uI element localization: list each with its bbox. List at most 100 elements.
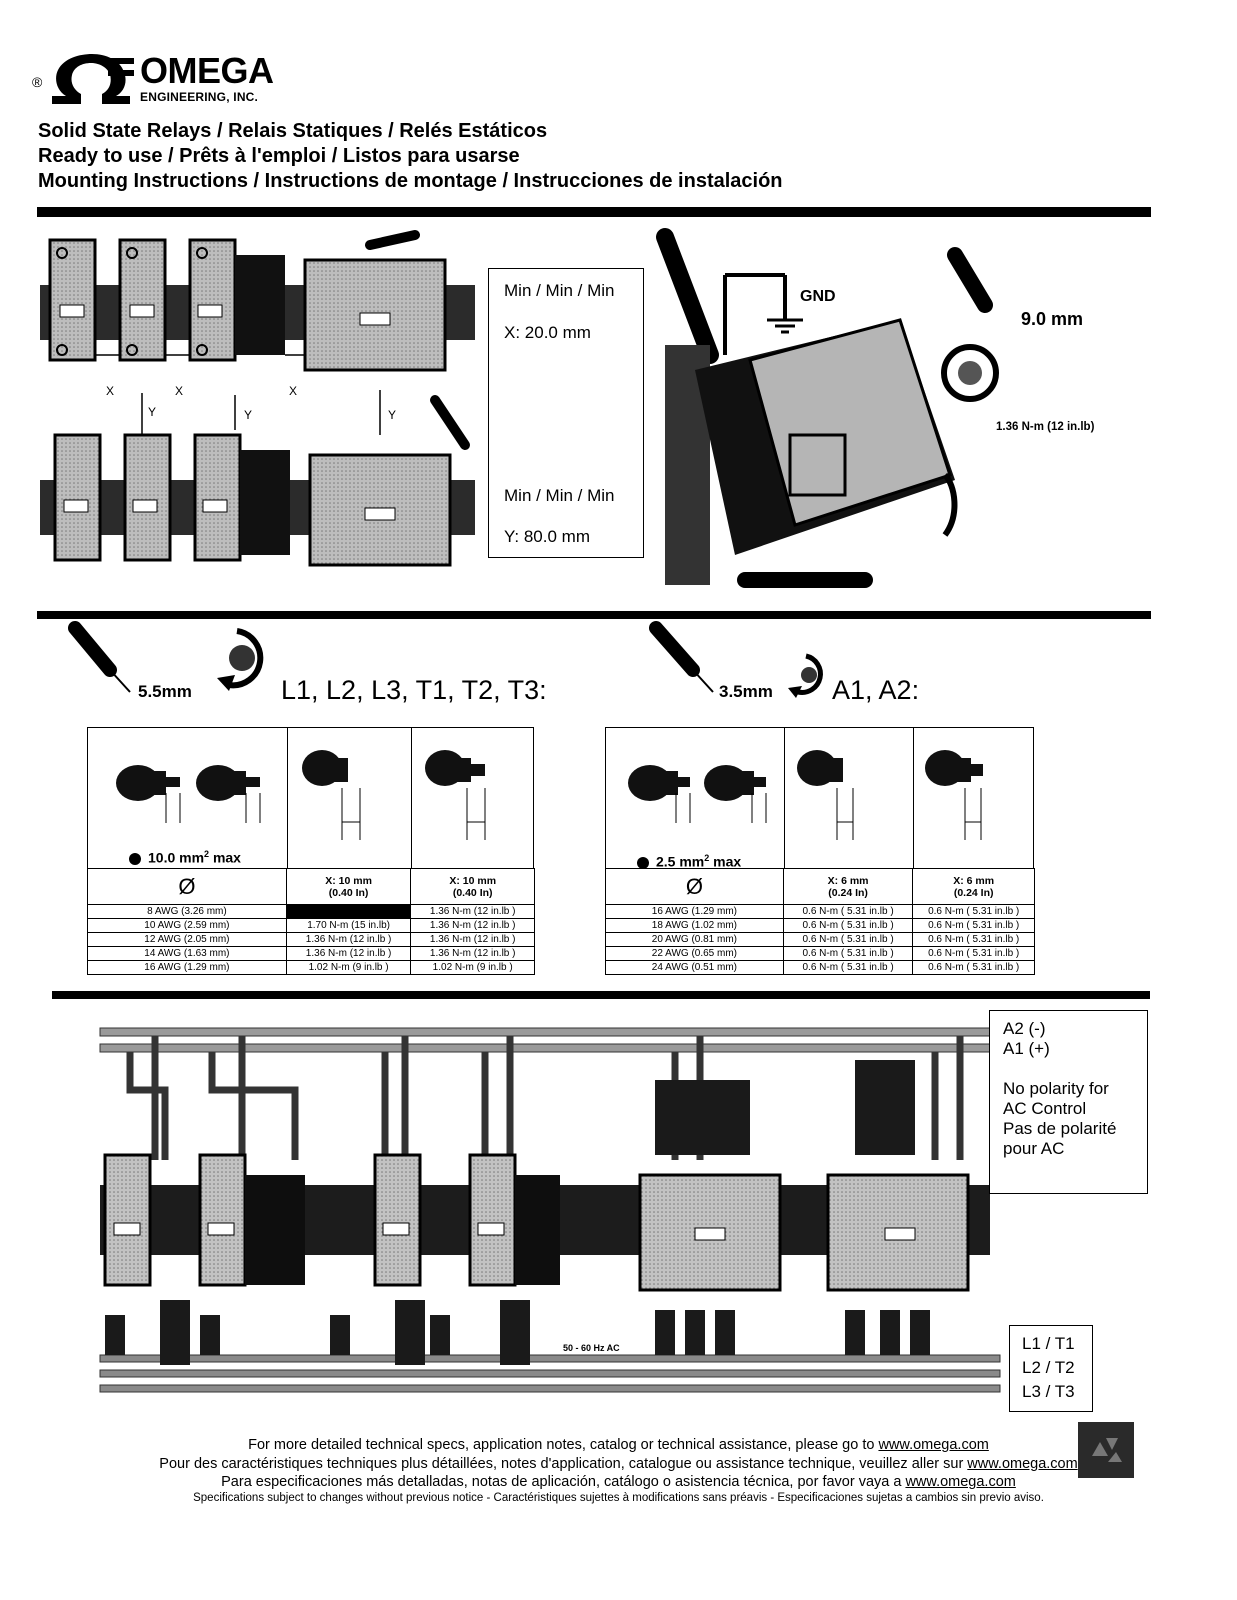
power-terminal-table: 10.0 mm2 max Ø X: 10 mm(0.40 In) X: 10 m…: [87, 727, 535, 983]
wire-gauge-cell: 22 AWG (0.65 mm): [605, 946, 784, 961]
x-marker-2: X: [175, 384, 184, 398]
torque-cell: 1.02 N-m (9 in.lb ): [285, 960, 412, 975]
phase-lines: L1 / T1 L2 / T2 L3 / T3: [1022, 1332, 1075, 1404]
bullet-icon: [637, 857, 649, 869]
table-row: 24 AWG (0.51 mm)0.6 N-m ( 5.31 in.lb )0.…: [605, 960, 1035, 975]
divider: [37, 207, 1151, 217]
control-screwdriver-size: 3.5mm: [719, 682, 773, 701]
text-line: No polarity for: [1003, 1079, 1109, 1098]
torque-cell: 0.6 N-m ( 5.31 in.lb ): [912, 960, 1035, 975]
diameter-header: Ø: [605, 868, 784, 905]
control-ferrule-drawing-cell: 2.5 mm2 max: [605, 727, 785, 870]
min-x-label: Min / Min / Min: [504, 281, 615, 300]
bullet-icon: [129, 853, 141, 865]
mounting-torque: 1.36 N-m (12 in.lb): [996, 421, 1095, 433]
table-row: 14 AWG (1.63 mm)1.36 N-m (12 in.lb )1.36…: [87, 946, 535, 961]
power-torque-table: Ø X: 10 mm(0.40 In) X: 10 mm(0.40 In) 8 …: [87, 868, 535, 975]
text-line: [1003, 1059, 1116, 1079]
control-terminals-label: A1, A2:: [832, 675, 920, 705]
x-marker-3: X: [289, 384, 298, 398]
wire-gauge-cell: 16 AWG (1.29 mm): [605, 904, 784, 919]
torque-cell: 0.6 N-m ( 5.31 in.lb ): [782, 918, 914, 933]
wire-gauge-cell: 18 AWG (1.02 mm): [605, 918, 784, 933]
control-x-drawing-cell-1: [783, 727, 914, 869]
table-row: 12 AWG (2.05 mm)1.36 N-m (12 in.lb )1.36…: [87, 932, 535, 947]
text-line: A2 (-): [1003, 1019, 1046, 1038]
diameter-header: Ø: [87, 868, 287, 905]
text-line: L1 / T1: [1022, 1334, 1075, 1353]
torque-cell: 0.6 N-m ( 5.31 in.lb ): [912, 904, 1035, 919]
title-line-1: Solid State Relays / Relais Statiques / …: [38, 120, 548, 142]
logo-sub: ENGINEERING, INC.: [140, 90, 259, 104]
wire-gauge-cell: 16 AWG (1.29 mm): [87, 960, 287, 975]
torque-cell: 1.36 N-m (12 in.lb ): [410, 946, 535, 961]
min-y-label: Min / Min / Min: [504, 486, 615, 505]
torque-cell: 0.6 N-m ( 5.31 in.lb ): [912, 946, 1035, 961]
text-line: L3 / T3: [1022, 1382, 1075, 1401]
spacing-box: Min / Min / Min X: 20.0 mm Min / Min / M…: [488, 268, 644, 558]
torque-cell: 0.6 N-m ( 5.31 in.lb ): [782, 946, 914, 961]
table-row: 18 AWG (1.02 mm)0.6 N-m ( 5.31 in.lb )0.…: [605, 918, 1035, 933]
ferrule-icon: [797, 750, 854, 840]
divider: [37, 611, 1151, 619]
table-row: 8 AWG (3.26 mm) 1.36 N-m (12 in.lb ): [87, 904, 535, 919]
wire-gauge-cell: 8 AWG (3.26 mm): [87, 904, 287, 919]
omega-link[interactable]: www.omega.com: [967, 1456, 1078, 1472]
table-row: 16 AWG (1.29 mm)0.6 N-m ( 5.31 in.lb )0.…: [605, 904, 1035, 919]
footer-fr: Pour des caractéristiques techniques plu…: [159, 1456, 1078, 1472]
footer-es: Para especificaciones más detalladas, no…: [221, 1474, 1016, 1490]
torque-cell: 1.36 N-m (12 in.lb ): [285, 932, 412, 947]
col3-header: X: 10 mm(0.40 In): [410, 868, 535, 905]
torque-cell: 0.6 N-m ( 5.31 in.lb ): [782, 960, 914, 975]
screwdriver-icon: [68, 621, 131, 693]
wire-gauge-cell: 20 AWG (0.81 mm): [605, 932, 784, 947]
col2-header: X: 6 mm(0.24 In): [782, 868, 914, 905]
text-line: pour AC: [1003, 1139, 1065, 1158]
power-terminals-label: L1, L2, L3, T1, T2, T3:: [281, 675, 547, 705]
omega-logo: ® OMEGA ENGINEERING, INC.: [28, 50, 288, 107]
logo-brand: OMEGA: [140, 50, 274, 91]
torque-cell: [285, 904, 412, 919]
torque-cell: 0.6 N-m ( 5.31 in.lb ): [912, 932, 1035, 947]
table-row: 22 AWG (0.65 mm)0.6 N-m ( 5.31 in.lb )0.…: [605, 946, 1035, 961]
torque-cell: 1.36 N-m (12 in.lb ): [410, 904, 535, 919]
gnd-label: GND: [798, 288, 838, 306]
supply-label: 50 - 60 Hz AC: [561, 1343, 622, 1353]
col2-header: X: 10 mm(0.40 In): [285, 868, 412, 905]
power-max-section: 10.0 mm2 max: [148, 849, 241, 866]
title-block: Solid State Relays / Relais Statiques / …: [38, 119, 783, 194]
x-marker-1: X: [106, 384, 115, 398]
table-row: 20 AWG (0.81 mm)0.6 N-m ( 5.31 in.lb )0.…: [605, 932, 1035, 947]
recycle-icon: [1078, 1422, 1134, 1478]
relay-mounting-illustration: [656, 228, 999, 588]
registered-mark: ®: [32, 74, 43, 90]
control-terminal-table: 2.5 mm2 max Ø X: 6 mm(0.24 In) X: 6 mm(0…: [605, 727, 1035, 983]
relay-spacing-illustration: [40, 230, 475, 567]
phase-box: L1 / T1 L2 / T2 L3 / T3: [1009, 1325, 1093, 1412]
screwdriver-icon: [649, 621, 714, 693]
min-x-value: X: 20.0 mm: [504, 323, 591, 342]
ferrule-icon: [425, 750, 486, 840]
wire-gauge-cell: 12 AWG (2.05 mm): [87, 932, 287, 947]
rotate-clockwise-icon: [788, 653, 823, 698]
control-torque-table: Ø X: 6 mm(0.24 In) X: 6 mm(0.24 In) 16 A…: [605, 868, 1035, 975]
torque-cell: 0.6 N-m ( 5.31 in.lb ): [782, 904, 914, 919]
control-max-section: 2.5 mm2 max: [656, 853, 742, 870]
omega-link[interactable]: www.omega.com: [905, 1474, 1016, 1490]
col3-header: X: 6 mm(0.24 In): [912, 868, 1035, 905]
torque-cell: 1.02 N-m (9 in.lb ): [410, 960, 535, 975]
mounting-screwdriver-size: 9.0 mm: [1021, 309, 1084, 329]
omega-link[interactable]: www.omega.com: [878, 1437, 989, 1453]
power-x-drawing-cell-1: [286, 727, 412, 869]
table-row: 16 AWG (1.29 mm)1.02 N-m (9 in.lb )1.02 …: [87, 960, 535, 975]
ferrule-icon: [628, 765, 767, 823]
power-screwdriver-size: 5.5mm: [138, 682, 192, 701]
ferrule-icon: [302, 750, 361, 840]
text-line: A1 (+): [1003, 1039, 1050, 1058]
power-x-drawing-cell-2: [411, 727, 534, 869]
wiring-illustration: [99, 1027, 1001, 1393]
text-line: L2 / T2: [1022, 1358, 1075, 1377]
control-x-drawing-cell-2: [913, 727, 1034, 869]
